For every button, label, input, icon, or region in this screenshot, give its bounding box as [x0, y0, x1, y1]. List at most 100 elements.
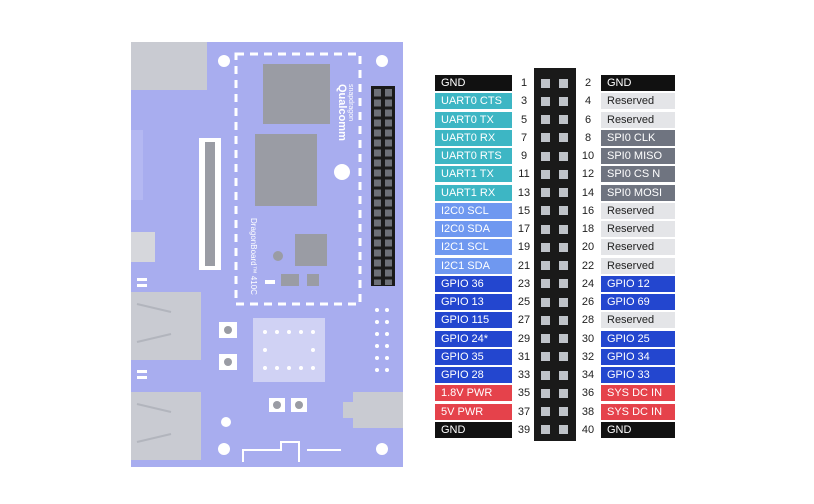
pin-label-29: GPIO 24* [435, 330, 512, 347]
header-pin-31 [541, 352, 550, 362]
antenna-trace [242, 441, 341, 462]
header-pin-32 [559, 352, 568, 362]
model-label: DragonBoard™ 410C [249, 218, 258, 295]
soc-chip [255, 134, 317, 206]
pin-label-23: GPIO 36 [435, 275, 512, 292]
pin-label-27: GPIO 115 [435, 312, 512, 329]
pad-grid [375, 308, 389, 372]
brand-text: Qualcomm [336, 84, 348, 141]
header-pin-12 [559, 169, 568, 179]
module-dots [263, 330, 315, 370]
pin-number-24: 24 [581, 277, 595, 290]
pin-label-18: Reserved [601, 221, 675, 237]
header-pin-15 [541, 206, 550, 216]
header-pin-11 [541, 169, 550, 179]
pin-label-24: GPIO 12 [601, 275, 675, 292]
pin-label-8: SPI0 CLK [601, 129, 675, 146]
pin-label-11: UART1 TX [435, 166, 512, 183]
pin-label-38: SYS DC IN [601, 403, 675, 420]
pin-number-6: 6 [584, 113, 592, 126]
pin-label-34: GPIO 33 [601, 367, 675, 383]
header-pin-19 [541, 242, 550, 252]
led [221, 417, 231, 427]
header-pin-28 [559, 315, 568, 325]
header-pin-1 [541, 78, 550, 88]
pin-number-18: 18 [581, 223, 595, 235]
pin-number-16: 16 [581, 204, 595, 217]
pin-label-19: I2C1 SCL [435, 239, 512, 256]
micro-usb-port [131, 232, 155, 262]
pin-label-26: GPIO 69 [601, 294, 675, 310]
small-chip [281, 274, 299, 286]
snapdragon-logo [334, 164, 350, 180]
pin-number-33: 33 [517, 369, 531, 381]
pin-number-12: 12 [581, 168, 595, 181]
shield-outline [234, 52, 362, 306]
pin-number-23: 23 [517, 277, 531, 290]
chip-row [265, 280, 275, 284]
pin-number-19: 19 [517, 241, 531, 254]
pin-number-9: 9 [520, 150, 528, 162]
header-pin-18 [559, 224, 568, 234]
pin-label-37: 5V PWR [435, 403, 512, 420]
pin-label-30: GPIO 25 [601, 330, 675, 347]
pin-number-34: 34 [581, 369, 595, 381]
pin-number-8: 8 [584, 131, 592, 144]
pin-number-39: 39 [517, 423, 531, 436]
header-pin-24 [559, 279, 568, 289]
pin-number-29: 29 [517, 332, 531, 345]
component-circle [273, 251, 283, 261]
header-pin-21 [541, 261, 550, 270]
pin-number-10: 10 [581, 150, 595, 162]
header-pin-36 [559, 388, 568, 398]
pin-label-12: SPI0 CS N [601, 166, 675, 183]
header-pin-13 [541, 188, 550, 197]
pin-label-31: GPIO 35 [435, 348, 512, 365]
header-pin-27 [541, 315, 550, 325]
header-pin-6 [559, 115, 568, 124]
pin-label-15: I2C0 SCL [435, 202, 512, 219]
pin-number-5: 5 [520, 113, 528, 126]
pin-number-3: 3 [520, 95, 528, 108]
pin-label-39: GND [435, 421, 512, 438]
header-pin-16 [559, 206, 568, 216]
wifi-chip [295, 234, 327, 266]
pin-number-13: 13 [517, 186, 531, 199]
header-pin-33 [541, 370, 550, 380]
pin-label-21: I2C1 SDA [435, 257, 512, 274]
pin-number-35: 35 [517, 387, 531, 400]
pin-number-30: 30 [581, 332, 595, 345]
pin-label-25: GPIO 13 [435, 294, 512, 310]
pin-label-32: GPIO 34 [601, 348, 675, 365]
pin-number-4: 4 [584, 95, 592, 108]
pin-label-28: Reserved [601, 312, 675, 329]
pin-number-20: 20 [581, 241, 595, 254]
pin-number-27: 27 [517, 314, 531, 327]
header-pin-14 [559, 188, 568, 197]
tiny-chip [307, 274, 319, 286]
pin-number-38: 38 [581, 405, 595, 418]
pin-label-22: Reserved [601, 257, 675, 274]
memory-chip [263, 64, 330, 124]
pin-number-14: 14 [581, 186, 595, 199]
small-pads-left [137, 278, 147, 379]
header-pin-30 [559, 334, 568, 343]
header-pin-4 [559, 96, 568, 106]
header-pin-3 [541, 96, 550, 106]
pin-label-16: Reserved [601, 202, 675, 219]
pin-label-14: SPI0 MOSI [601, 184, 675, 201]
header-pin-40 [559, 425, 568, 435]
header-pin-22 [559, 261, 568, 270]
header-pin-39 [541, 425, 550, 435]
pin-number-25: 25 [517, 296, 531, 308]
audio-jack [353, 392, 403, 428]
header-pin-38 [559, 407, 568, 416]
usb-port-1 [131, 292, 201, 360]
hdmi-port-top [131, 130, 143, 200]
header-pin-17 [541, 224, 550, 234]
pin-label-33: GPIO 28 [435, 367, 512, 383]
header-pin-9 [541, 151, 550, 161]
pin-label-10: SPI0 MISO [601, 148, 675, 164]
pin-number-37: 37 [517, 405, 531, 418]
